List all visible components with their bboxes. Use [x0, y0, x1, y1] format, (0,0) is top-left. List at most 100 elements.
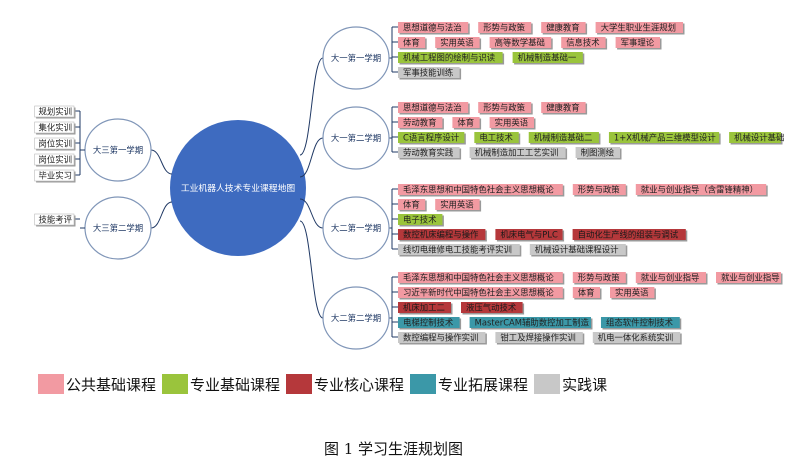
course-y2s2-0-2-text: 就业与创业指导: [641, 273, 700, 283]
course-y2s1-1-1-text: 实用英语: [440, 200, 474, 210]
legend-swatch-major-basic: [162, 374, 189, 394]
course-y2s1-4-0-text: 线切电维修电工技能考评实训: [403, 245, 512, 255]
course-y2s2-1-1-text: 体育: [578, 288, 595, 298]
course-y1s1-1-0-text: 体育: [403, 38, 420, 48]
connector-center-y2s2: [299, 220, 324, 319]
bracket-y2s1: [389, 189, 393, 249]
course-y1s2-1-2-box: [489, 117, 534, 128]
left-item-y3s1-3-text: 岗位实训: [39, 155, 73, 165]
branch-y3s2-label: 大三第二学期: [93, 223, 143, 233]
course-y1s2-3-2-box: [575, 147, 620, 158]
course-y2s2-0-1-text: 形势与政策: [578, 273, 620, 283]
course-y2s2-0-3-box: [716, 272, 781, 283]
course-y1s2-0-2-box: [541, 102, 586, 113]
course-y1s1-1-1-box: [435, 37, 480, 48]
course-y2s1-3-2-text: 自动化生产线的组装与调试: [578, 230, 679, 240]
bracket-y3s1: [79, 111, 85, 175]
course-y1s2-2-3-text: 1+X机械产品三维模型设计: [614, 133, 716, 143]
course-y1s2-2-4-text: 机械设计基础: [734, 133, 784, 143]
legend-label-major-basic: 专业基础课程: [190, 375, 281, 394]
course-y1s1-1-1-text: 实用英语: [440, 38, 474, 48]
course-y2s2-2-1-box: [461, 302, 523, 313]
legend-swatch-major-core: [286, 374, 313, 394]
course-y1s1-3-0-text: 军事技能训练: [403, 68, 454, 78]
legend-swatch-public-basic: [38, 374, 64, 394]
course-y2s2-1-1-box: [572, 287, 600, 298]
branch-y2s2-bubble: [322, 286, 390, 350]
course-y1s1-2-0-box: [398, 52, 503, 63]
course-y1s2-2-2-box: [528, 132, 599, 143]
course-y2s1-3-0-text: 数控机床编程与操作: [403, 230, 479, 240]
course-y1s2-1-1-box: [452, 117, 480, 128]
legend-item-major-basic: 专业基础课程: [162, 374, 280, 395]
course-y2s2-0-3-text: 就业与创业指导: [721, 273, 780, 283]
course-y2s1-2-0-box: [398, 214, 443, 225]
legend-item-major-expand: 专业拓展课程: [410, 374, 528, 395]
branch-y2s1-bubble: [322, 196, 390, 260]
course-y2s2-4-0-text: 数控编程与操作实训: [403, 333, 478, 343]
course-y1s2-2-1-text: 电工技术: [479, 133, 513, 143]
course-y2s1-1-0-text: 体育: [403, 200, 420, 210]
bracket-y1s2: [389, 107, 393, 152]
course-y1s1-0-2-box: [541, 22, 586, 33]
course-y1s2-0-1-text: 形势与政策: [483, 103, 525, 113]
course-y2s1-0-0-box: [398, 184, 563, 195]
course-y2s2-1-2-text: 实用英语: [615, 288, 649, 298]
course-y1s1-3-0-box: [398, 67, 460, 78]
course-y1s2-2-3-box: [608, 132, 720, 143]
center-node: [170, 120, 306, 256]
connector-center-y3s2: [150, 201, 173, 229]
center-title: 工业机器人技术专业课程地图: [181, 182, 296, 194]
course-y1s1-1-3-text: 信息技术: [566, 38, 600, 48]
course-y2s2-0-0-box: [398, 272, 563, 283]
course-y2s1-3-1-text: 机床电气与PLC: [500, 230, 558, 240]
course-y2s2-1-0-box: [398, 287, 563, 298]
left-item-y3s2-0-text: 技能考评: [39, 215, 73, 225]
course-y2s2-3-0-box: [398, 317, 460, 328]
left-item-y3s1-4-text: 毕业实习: [39, 171, 73, 181]
course-y1s2-3-0-text: 劳动教育实践: [403, 148, 454, 158]
legend-label-public-basic: 公共基础课程: [66, 375, 157, 394]
course-y1s2-2-0-box: [398, 132, 465, 143]
course-y1s2-2-1-box: [474, 132, 519, 143]
course-y2s1-4-1-box: [529, 244, 626, 255]
legend-item-major-core: 专业核心课程: [286, 374, 404, 395]
course-y1s2-1-0-box: [398, 117, 443, 128]
course-y2s1-1-0-box: [398, 199, 426, 210]
course-y1s2-2-4-box: [729, 132, 781, 143]
legend: 公共基础课程 专业基础课程 专业核心课程 专业拓展课程 实践课: [38, 373, 613, 395]
course-y2s2-1-0-text: 习近平新时代中国特色社会主义思想概论: [403, 288, 554, 298]
course-y2s2-4-2-text: 机电一体化系统实训: [598, 333, 673, 343]
course-y2s2-3-1-box: [469, 317, 591, 328]
course-y2s1-3-1-box: [495, 229, 563, 240]
course-y1s1-2-1-box: [512, 52, 583, 63]
branch-y2s2-label: 大二第二学期: [331, 313, 381, 323]
left-item-y3s1-0-box: [34, 105, 75, 118]
course-y1s2-2-2-text: 机械制造基础二: [534, 133, 593, 143]
course-y2s2-4-1-text: 钳工及焊接操作实训: [500, 333, 575, 343]
course-y1s2-0-2-text: 健康教育: [546, 103, 580, 113]
branch-y1s1-bubble: [322, 26, 390, 90]
course-y1s1-0-3-text: 大学生职业生涯规划: [601, 23, 676, 33]
course-y2s2-3-1-text: MasterCAM辅助数控加工制造: [475, 318, 590, 328]
course-y2s1-4-1-text: 机械设计基础课程设计: [535, 245, 619, 255]
course-y1s1-1-0-box: [398, 37, 426, 48]
course-y2s1-0-1-box: [572, 184, 626, 195]
course-y1s2-1-1-text: 体育: [457, 118, 474, 128]
connector-center-y1s2: [299, 137, 324, 178]
course-y2s1-0-0-text: 毛泽东思想和中国特色社会主义思想概论: [403, 185, 554, 195]
course-y2s1-3-0-box: [398, 229, 486, 240]
course-y2s1-0-2-box: [635, 184, 767, 195]
course-y2s2-4-1-box: [495, 332, 583, 343]
course-y1s2-3-2-text: 制图测绘: [581, 148, 615, 158]
course-y1s2-1-2-text: 实用英语: [495, 118, 529, 128]
course-y1s1-1-4-text: 军事理论: [621, 38, 655, 48]
course-y1s1-0-3-box: [595, 22, 683, 33]
course-y2s1-2-0-text: 电子技术: [403, 215, 437, 225]
course-y1s1-1-2-box: [489, 37, 552, 48]
course-y2s2-2-1-text: 液压气动技术: [466, 303, 517, 313]
course-y2s2-0-2-box: [635, 272, 706, 283]
left-item-y3s1-4-box: [34, 169, 75, 182]
left-item-y3s1-1-text: 集化实训: [39, 123, 73, 133]
